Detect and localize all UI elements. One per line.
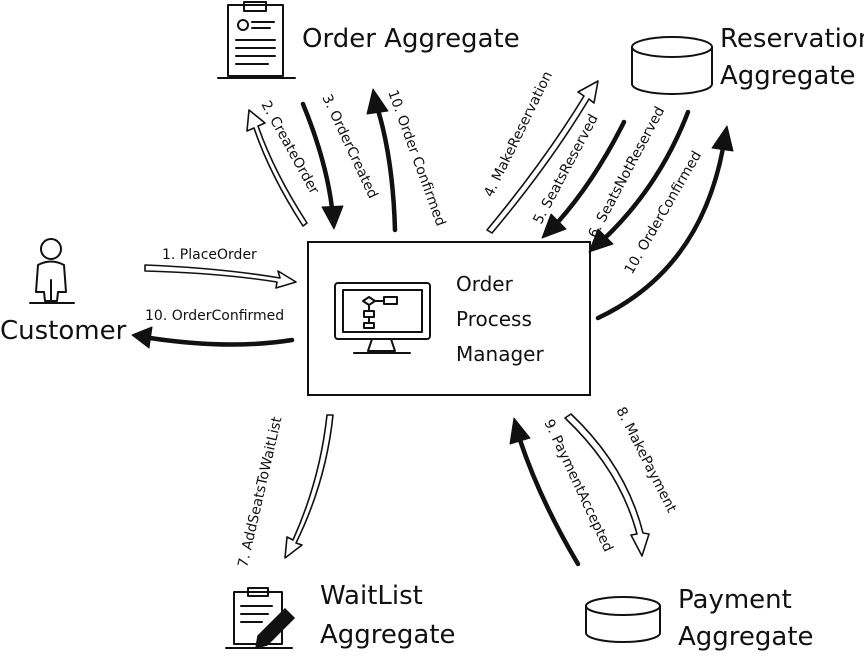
- label-make-payment: 8. MakePayment: [612, 405, 679, 516]
- person-icon: [29, 238, 75, 304]
- waitlist-aggregate-label-line2: Aggregate: [320, 620, 456, 650]
- arrow-make-payment: [564, 413, 650, 557]
- arrow-seats-not-reserved: [588, 109, 691, 253]
- label-payment-accepted: 9. PaymentAccepted: [540, 417, 615, 555]
- process-manager-label-line1: Order: [456, 272, 514, 296]
- document-icon: [217, 1, 296, 79]
- process-manager-label-line3: Manager: [456, 342, 544, 366]
- arrow-order-confirmed-customer: [131, 326, 295, 349]
- reservation-aggregate-label-line2: Aggregate: [720, 61, 856, 91]
- database-icon: [585, 596, 661, 643]
- customer-label: Customer: [0, 316, 127, 346]
- process-manager-label-line2: Process: [456, 307, 532, 331]
- label-add-seats-to-waitlist: 7. AddSeatsToWaitList: [235, 415, 285, 569]
- arrow-seats-reserved: [541, 119, 627, 239]
- arrow-make-reservation: [486, 80, 599, 234]
- order-aggregate-label: Order Aggregate: [302, 24, 520, 54]
- arrow-order-created: [300, 101, 344, 230]
- clipboard-pencil-icon: [225, 587, 296, 650]
- arrow-order-confirmed-order: [366, 88, 398, 233]
- process-manager-box: [307, 241, 591, 396]
- arrow-create-order: [246, 109, 308, 227]
- label-make-reservation: 4. MakeReservation: [481, 69, 556, 200]
- arrow-payment-accepted: [509, 417, 581, 567]
- database-icon: [631, 36, 713, 95]
- arrow-place-order: [144, 264, 297, 289]
- arrow-add-seats-to-waitlist: [284, 414, 334, 559]
- reservation-aggregate-label-line1: Reservation: [720, 24, 864, 54]
- payment-aggregate-label-line1: Payment: [678, 585, 792, 615]
- waitlist-aggregate-label-line1: WaitList: [320, 581, 423, 611]
- payment-aggregate-label-line2: Aggregate: [678, 622, 814, 652]
- arrow-order-confirmed-reservation: [595, 125, 734, 321]
- label-place-order: 1. PlaceOrder: [162, 247, 257, 263]
- monitor-icon: [334, 282, 431, 354]
- label-order-confirmed-customer: 10. OrderConfirmed: [145, 308, 284, 324]
